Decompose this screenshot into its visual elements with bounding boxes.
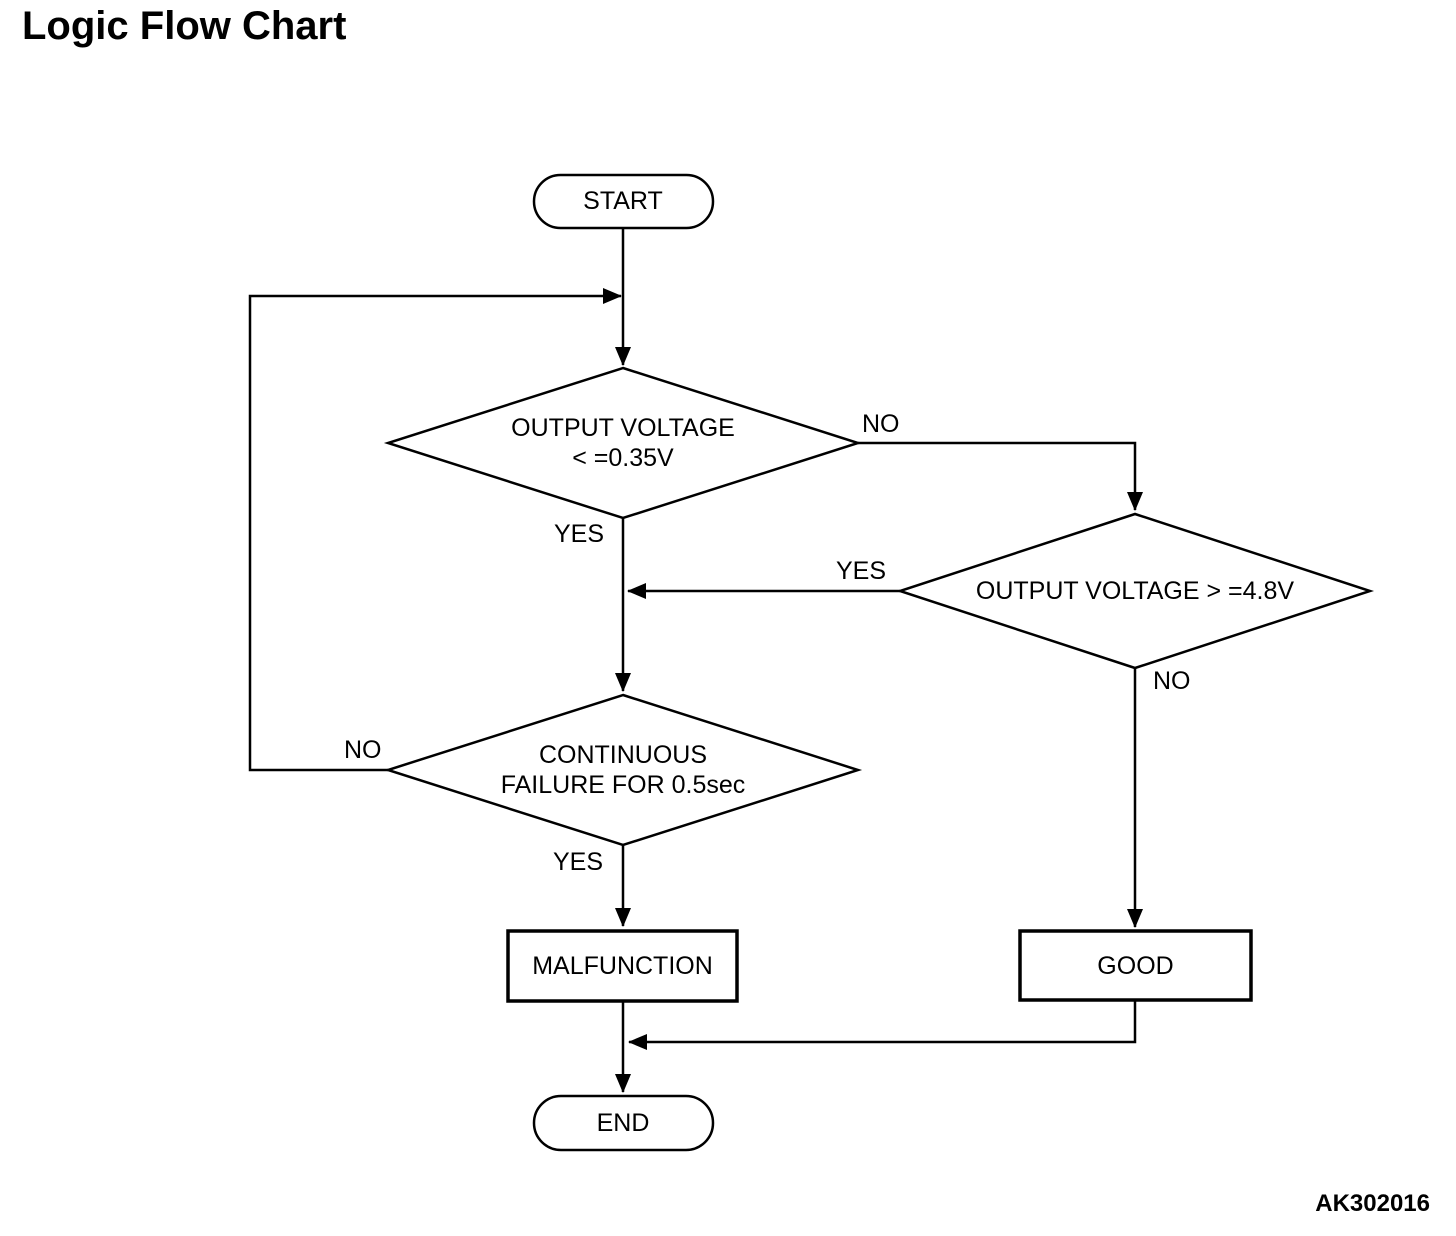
start-label-text: START [583, 187, 663, 215]
good-node-label: GOOD [1019, 930, 1252, 1001]
malfunction-process-shape [506, 929, 739, 1003]
decision-output-low-line1: OUTPUT VOLTAGE [511, 414, 735, 442]
end-label-text: END [596, 1108, 650, 1137]
edge-continuous-no-loopback [248, 288, 622, 772]
end-node-label: END [533, 1095, 713, 1150]
page-title: Logic Flow Chart [22, 4, 347, 48]
branch-label-continuous-no: NO [344, 736, 382, 764]
branch-label-output-low-yes: YES [554, 520, 605, 548]
end-terminal-shape [532, 1094, 715, 1152]
good-process-shape [1018, 929, 1253, 1002]
branch-label-output-high-no: NO [1153, 667, 1191, 695]
decision-output-low-shape [383, 366, 863, 520]
start-node-label: START [533, 174, 713, 228]
malfunction-node-label: MALFUNCTION [507, 930, 738, 1002]
figure-code: AK302016 [1315, 1190, 1430, 1217]
connector-group [248, 228, 1143, 1093]
node-shape-group [383, 173, 1375, 1152]
decision-output-high-text: OUTPUT VOLTAGE > =4.8V [975, 577, 1295, 605]
edge-good-to-end-line [628, 1000, 1137, 1050]
decision-continuous-shape [383, 693, 863, 847]
branch-label-continuous-yes: YES [553, 848, 604, 876]
decision-continuous-line2: FAILURE FOR 0.5sec [500, 771, 746, 799]
edge-decision1-no-to-decision2 [858, 441, 1143, 511]
decision-output-low-line2: < =0.35V [572, 444, 674, 472]
branch-label-output-high-yes: YES [836, 557, 887, 585]
decision-continuous-line1: CONTINUOUS [538, 741, 708, 769]
decision-output-high-shape [895, 512, 1375, 670]
decision-output-high-label: OUTPUT VOLTAGE > =4.8V [900, 514, 1370, 668]
decision-continuous-label: CONTINUOUS FAILURE FOR 0.5sec [388, 695, 858, 845]
decision-output-low-label: OUTPUT VOLTAGE < =0.35V [388, 368, 858, 518]
start-terminal-shape [532, 173, 715, 230]
good-label-text: GOOD [1097, 951, 1174, 980]
branch-label-output-low-no: NO [862, 410, 900, 438]
malfunction-label-text: MALFUNCTION [532, 952, 713, 980]
